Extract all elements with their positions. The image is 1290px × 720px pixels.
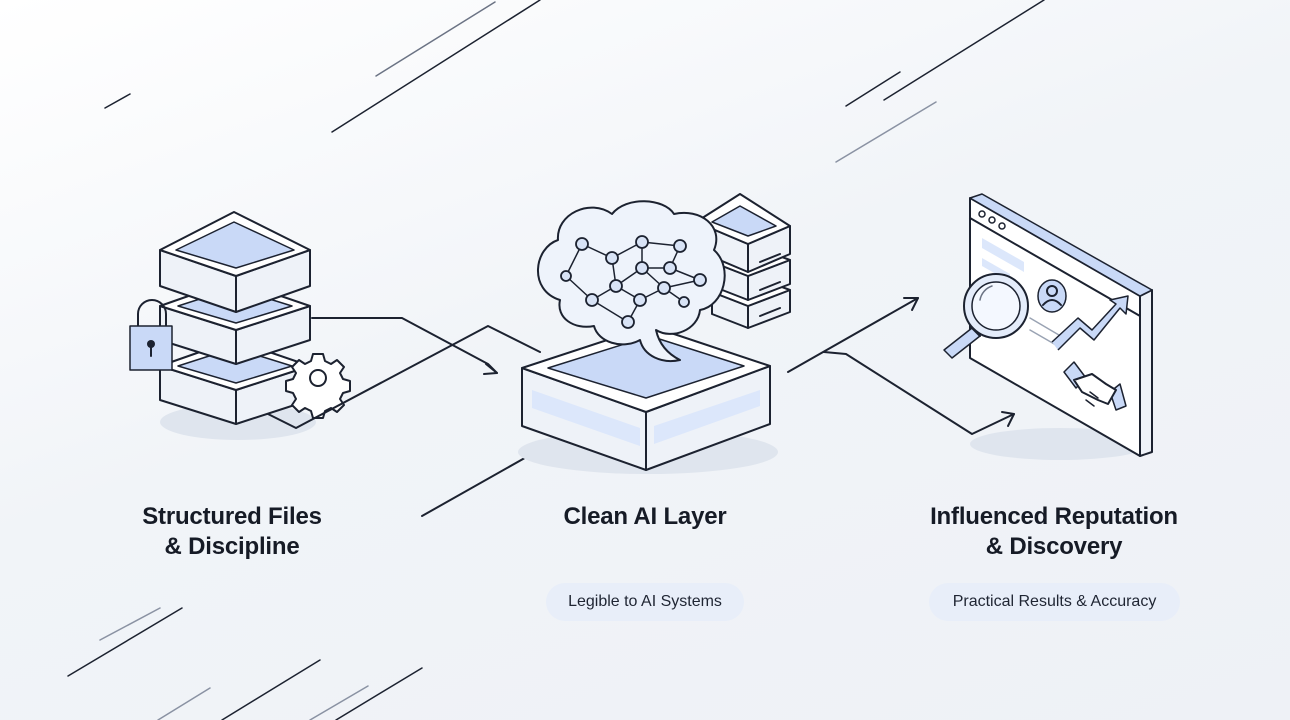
step-3-title: Influenced Reputation & Discovery: [904, 502, 1204, 562]
decorative-lines: [67, 0, 1045, 720]
gear-icon: [285, 353, 351, 419]
step-3-title-line1: Influenced Reputation: [930, 503, 1178, 530]
step-1-title-line1: Structured Files: [142, 503, 322, 530]
trend-arrow-icon: [1051, 295, 1129, 351]
handshake-icon: [1063, 361, 1127, 411]
step-1-title-line2: & Discipline: [164, 533, 300, 560]
connector-2-to-3: [787, 297, 1015, 435]
step-1-title: Structured Files & Discipline: [82, 502, 382, 562]
step-3-title-line2: & Discovery: [985, 533, 1123, 560]
padlock-icon: [129, 299, 173, 371]
step-2-tag: Legible to AI Systems: [546, 583, 744, 621]
magnifier-icon: [943, 273, 1029, 359]
brain-network-icon: [537, 200, 726, 362]
step-2-title-line1: Clean AI Layer: [563, 503, 727, 530]
platform-icon: [518, 325, 778, 474]
profile-icon: [1037, 279, 1067, 313]
step-2-title: Clean AI Layer: [495, 502, 795, 532]
step-3-tag: Practical Results & Accuracy: [929, 583, 1180, 621]
database-stack-icon: [159, 211, 316, 440]
